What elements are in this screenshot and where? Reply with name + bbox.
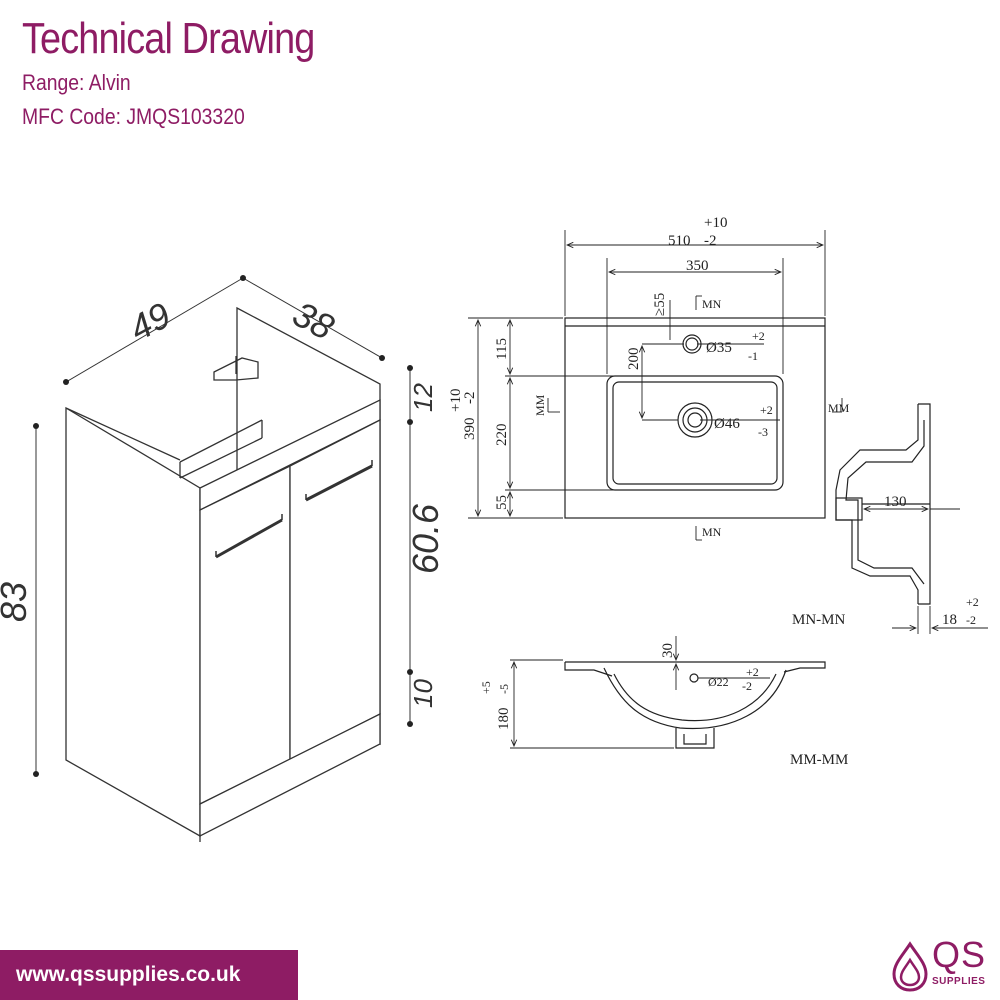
tap-hole-label: Ø35: [706, 340, 732, 356]
logo-text: QS: [932, 934, 987, 975]
section-mm-180-minus: -5: [497, 684, 511, 694]
basin-bowl-width-label: 350: [686, 258, 709, 274]
section-mm-180-label: 180: [496, 708, 512, 731]
section-marker-mn-top: MN: [702, 297, 722, 311]
basin-width-plus: +10: [704, 215, 727, 231]
page-title: Technical Drawing: [22, 14, 315, 63]
cabinet-plinth-label: 10: [408, 679, 438, 708]
cabinet-width-label: 49: [123, 294, 178, 349]
waste-plus: +2: [760, 403, 773, 417]
website-link[interactable]: www.qssupplies.co.uk: [0, 950, 298, 1000]
section-mn-130-label: 130: [884, 494, 907, 510]
basin-depth-label: 390: [462, 418, 478, 441]
section-mm-label: MM-MM: [790, 752, 848, 768]
section-mn-view: [835, 403, 931, 605]
section-mn-18-minus: -2: [966, 613, 976, 627]
basin-220-label: 220: [494, 424, 510, 447]
waste-minus: -3: [758, 425, 768, 439]
basin-plan-dimensions: [468, 230, 843, 541]
tap-hole-plus: +2: [752, 329, 765, 343]
section-mm-hole-plus: +2: [746, 665, 759, 679]
section-mn-18-plus: +2: [966, 595, 979, 609]
cabinet-dimensions: [35, 277, 411, 774]
basin-width-minus: -2: [704, 233, 717, 249]
basin-width-label: 510: [668, 233, 691, 249]
section-marker-mm-right: MM: [828, 401, 850, 415]
basin-plan-view: [564, 317, 826, 519]
basin-depth-plus: +10: [448, 389, 464, 412]
section-mm-hole-minus: -2: [742, 679, 752, 693]
cabinet-height-label: 83: [0, 582, 34, 622]
basin-depth-minus: -2: [462, 392, 478, 405]
section-mm-30-label: 30: [660, 643, 676, 658]
section-marker-mn-bottom: MN: [702, 525, 722, 539]
range-label: Range: Alvin: [22, 70, 131, 95]
section-mn-dimensions: [864, 509, 988, 634]
mfc-code: MFC Code: JMQS103320: [22, 104, 245, 129]
logo-subtext: SUPPLIES: [932, 976, 986, 987]
basin-115-label: 115: [494, 338, 510, 360]
cabinet-top-gap-label: 12: [408, 383, 438, 412]
section-marker-mm-left: MM: [533, 394, 547, 416]
section-mn-18-label: 18: [942, 612, 957, 628]
basin-55-label: 55: [494, 495, 510, 510]
droplet-logo-icon: [892, 941, 928, 992]
section-mm-view: [564, 661, 826, 749]
tap-hole-minus: -1: [748, 349, 758, 363]
cabinet-door-height-label: 60.6: [405, 503, 446, 574]
basin-200-label: 200: [626, 348, 642, 371]
section-mn-label: MN-MN: [792, 612, 846, 628]
section-mm-dimensions: [510, 636, 770, 749]
cabinet-drawing: [65, 306, 381, 842]
waste-label: Ø46: [714, 416, 740, 432]
cabinet-dim-dots: [33, 275, 413, 777]
section-mm-hole-label: Ø22: [708, 675, 729, 689]
basin-ge55-label: ≥55: [652, 293, 668, 316]
section-mm-180-plus: +5: [479, 681, 493, 694]
qs-supplies-logo: QS SUPPLIES: [888, 934, 992, 994]
